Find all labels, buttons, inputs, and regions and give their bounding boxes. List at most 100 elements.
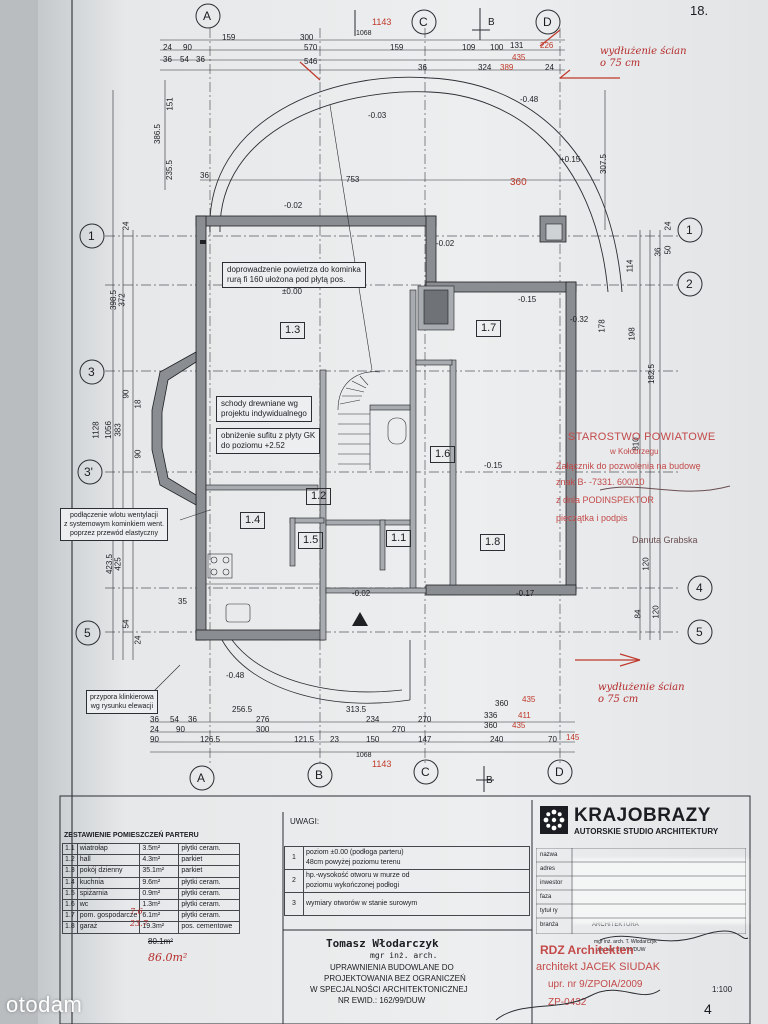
bottom-dim-36b: 36 [188, 715, 197, 724]
room-table-cell-no: 1.3 [62, 865, 78, 878]
bottom-dim-313: 313.5 [346, 705, 367, 714]
section-mark-bottom: B [486, 775, 493, 786]
room-label-1-1: 1.1 [386, 530, 412, 547]
room-table-cell-area: 3.5m² [139, 842, 180, 856]
bottom-dim-336: 336 [484, 711, 498, 720]
bottom-dim-121: 121.5 [294, 735, 315, 744]
author-title: mgr inż. arch. [370, 951, 438, 960]
bottom-dim-360b: 360 [484, 721, 498, 730]
drawing-scale: 1:100 [712, 985, 733, 994]
room-label-1-4: 1.4 [240, 512, 266, 529]
room-table-title: ZESTAWIENIE POMIESZCZEŃ PARTERU [64, 832, 199, 839]
level-003: -0.03 [368, 111, 387, 120]
field-label-nazwa: nazwa [540, 852, 558, 858]
top-dim-389: 389 [500, 63, 514, 72]
room-label-1-7: 1.7 [476, 320, 502, 337]
bottom-dim-270: 270 [418, 715, 432, 724]
top-dim-131: 131 [510, 41, 524, 50]
section-arrow [354, 8, 494, 792]
watermark-logo: otodam [6, 992, 83, 1017]
bottom-dim-145: 145 [566, 733, 580, 742]
left-dim-18: 18 [133, 399, 143, 409]
left-dim-90b: 90 [133, 449, 143, 459]
studio-logo-icon [543, 809, 565, 831]
designer-line: mgr inż. arch. T. Włodarczyk [594, 939, 657, 945]
bottom-dim-360: 360 [495, 699, 509, 708]
rdz-architect: architekt JACEK SIUDAK [536, 961, 661, 973]
right-dim-114: 114 [625, 259, 635, 273]
level-plus015: +0.15 [560, 155, 581, 164]
room-table-cell-name: kuchnia [76, 876, 141, 889]
left-dim-54: 54 [121, 619, 131, 629]
room-table-sum: 80.1m² [148, 937, 173, 946]
bottom-dim-411: 411 [518, 711, 531, 720]
axis-markers [75, 3, 713, 791]
left-dim-24b: 24 [133, 635, 143, 645]
room-table-cell-floor: płytki ceram. [178, 887, 241, 900]
hand-note-wall-bottom: wydłużenie ścian o 75 cm [598, 682, 685, 705]
top-dim-24: 24 [163, 43, 172, 52]
bottom-dim-234: 234 [366, 715, 380, 724]
field-label-tytul: tytuł ry [540, 908, 558, 914]
top-dimension-lines [160, 39, 600, 181]
hand-room8-area: 23.7 [130, 919, 148, 928]
field-label-adres: adres [540, 866, 556, 872]
remarks-cell-no: 3 [284, 892, 304, 916]
terrace-arc [209, 76, 623, 293]
studio-fields: nazwa adres inwestor faza tytuł ry branż… [536, 848, 748, 934]
level-015-utility: -0.15 [518, 295, 537, 304]
bottom-dim-435: 435 [522, 695, 536, 704]
stairs [337, 371, 381, 470]
studio-logo [540, 806, 568, 834]
author-line-1: UPRAWNIENIA BUDOWLANE DO [330, 963, 454, 972]
rdz-name: RDZ Architekten [540, 943, 634, 957]
room-table-cell-area: 1.3m² [139, 898, 180, 912]
author-line-3: W SPECJALNOŚCI ARCHITEKTONICZNEJ [310, 985, 468, 994]
stamp-line-7: Danuta Grabska [632, 535, 698, 545]
level-002-entry: -0.02 [352, 589, 371, 598]
top-dim-36b: 36 [196, 55, 205, 64]
room-table-cell-name: wiatrołap [76, 842, 141, 856]
room-table-cell-area: 9.6m² [139, 876, 180, 889]
remarks-cell-no: 2 [284, 869, 304, 893]
level-015-garage: -0.15 [484, 461, 503, 470]
remarks-cell-no: 1 [284, 846, 304, 870]
level-017: -0.17 [516, 589, 535, 598]
room-table-cell-floor: płytki ceram. [178, 842, 241, 856]
level-002-top: -0.02 [284, 201, 303, 210]
field-label-inwestor: inwestor [540, 880, 563, 886]
bay-window [151, 351, 197, 506]
room-table-cell-floor: parkiet [178, 854, 241, 867]
bottom-dim-270b: 270 [392, 725, 406, 734]
bottom-dim-54: 54 [170, 715, 179, 724]
left-dim-372: 372 [117, 293, 127, 307]
field-grid [536, 848, 746, 934]
rdz-license: upr. nr 9/ZPOIA/2009 [548, 979, 643, 990]
bottom-dim-90: 90 [176, 725, 185, 734]
room-table-cell-no: 1.2 [62, 854, 78, 867]
kitchen-fixtures [206, 417, 407, 623]
axis-label-c-top: C [419, 15, 428, 29]
room-table-cell-no: 1.4 [62, 876, 78, 889]
room-table-cell-area: 35.1m² [139, 865, 180, 878]
level-032: -0.32 [570, 315, 589, 324]
right-dim-84: 84 [633, 609, 643, 619]
right-dim-307: 307.5 [599, 153, 609, 175]
hand-area-total: 86.0m² [148, 951, 188, 964]
room-table-cell-floor: płytki ceram. [178, 876, 241, 889]
top-dim-159: 159 [222, 33, 236, 42]
top-dim-36d: 36 [200, 171, 209, 180]
hand-note-wall-top: wydłużenie ścian o 75 cm [600, 46, 687, 69]
top-dim-54: 54 [180, 55, 189, 64]
stamp-line-3: Załącznik do pozwolenia na budowę [556, 461, 701, 471]
page-number: 18. [690, 3, 709, 18]
stamp-line-1: STAROSTWO POWIATOWE [568, 431, 716, 443]
note-vent: podłączenie wlotu wentylacji z systemowy… [60, 508, 168, 541]
room-table-cell-name: hall [76, 854, 141, 867]
left-dim-35: 35 [178, 597, 187, 606]
room-table-cell-floor: płytki ceram. [178, 910, 241, 923]
